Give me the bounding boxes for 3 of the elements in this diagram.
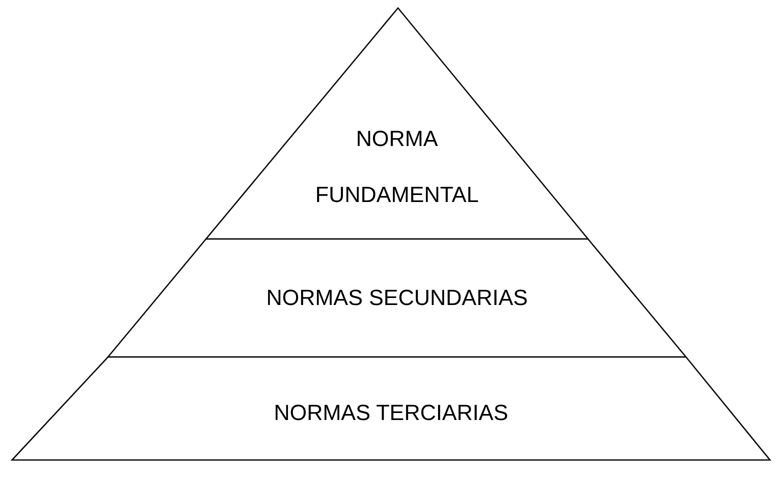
tier-label: NORMA FUNDAMENTAL bbox=[314, 125, 480, 209]
tier-label: NORMAS TERCIARIAS bbox=[272, 400, 510, 426]
tier-label: NORMAS SECUNDARIAS bbox=[265, 285, 529, 311]
